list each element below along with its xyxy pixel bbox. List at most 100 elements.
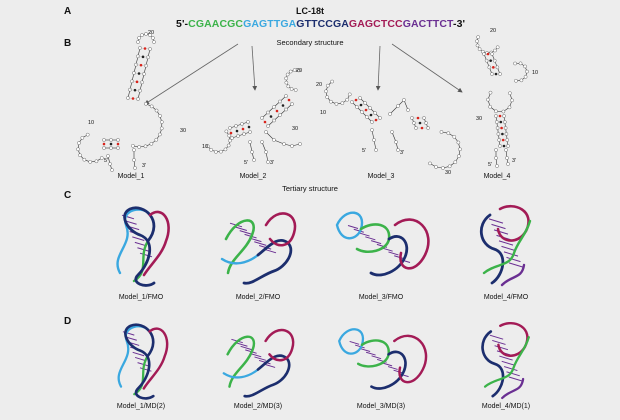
nucleotide bbox=[228, 126, 232, 130]
nucleotide bbox=[406, 108, 410, 112]
base-rung bbox=[360, 348, 371, 352]
nucleotide bbox=[330, 79, 334, 84]
strand-green bbox=[224, 219, 255, 275]
nucleotide bbox=[508, 91, 512, 96]
base-rung bbox=[132, 351, 145, 357]
base-pair bbox=[416, 116, 420, 120]
base-pair bbox=[369, 113, 373, 117]
fmo-model-2 bbox=[220, 212, 297, 285]
nucleotide bbox=[76, 147, 80, 152]
base-rung bbox=[506, 371, 520, 377]
sequence-line: 5'-CGAACGCGAGTTGAGTTCCGAGAGCTCCGACTTCT-3… bbox=[176, 18, 465, 30]
nucleotide bbox=[340, 101, 345, 105]
fmo-model-4-label: Model_4/FMO bbox=[483, 294, 529, 301]
nucleotide bbox=[78, 153, 82, 158]
nucleotide bbox=[131, 144, 135, 148]
nucleotide bbox=[219, 149, 223, 154]
base-rung bbox=[501, 360, 516, 366]
base-rung bbox=[370, 240, 382, 245]
base-pair bbox=[275, 109, 279, 113]
nucleotide bbox=[434, 165, 438, 169]
nucleotide bbox=[374, 148, 378, 152]
md-model-2 bbox=[222, 328, 295, 398]
nucleotide bbox=[495, 45, 500, 50]
sequence-suffix: -3' bbox=[452, 18, 466, 30]
base-pair bbox=[502, 144, 506, 148]
nucleotide bbox=[441, 166, 445, 170]
strand-navy bbox=[369, 235, 409, 277]
base-pair bbox=[492, 66, 495, 69]
base-pair bbox=[489, 59, 492, 62]
tertiary-structure-title: Tertiary structure bbox=[282, 184, 338, 193]
fmo-model-4 bbox=[480, 204, 532, 287]
base-rung bbox=[382, 247, 393, 252]
nucleotide bbox=[334, 102, 339, 106]
nucleotide bbox=[523, 64, 527, 69]
nucleotide bbox=[214, 150, 218, 154]
strand-navy bbox=[123, 206, 156, 287]
base-rung bbox=[132, 236, 145, 241]
base-pair bbox=[109, 142, 113, 146]
base-pair bbox=[229, 131, 233, 135]
tertiary-structure-models bbox=[116, 204, 532, 400]
nucleotide bbox=[282, 142, 286, 146]
base-rung bbox=[494, 345, 509, 351]
nucleotide bbox=[223, 147, 228, 152]
secondary-model-1 bbox=[76, 32, 164, 172]
nucleotide bbox=[297, 68, 301, 73]
nucleotide bbox=[523, 75, 528, 79]
nucleotide bbox=[292, 68, 297, 72]
base-pair bbox=[131, 97, 135, 100]
sequence-prefix: 5'- bbox=[176, 18, 189, 30]
base-rung bbox=[239, 230, 252, 235]
sec-m4-number: 10 bbox=[532, 70, 539, 76]
md-model-3 bbox=[338, 328, 428, 390]
base-rung bbox=[240, 345, 253, 351]
nucleotide bbox=[133, 166, 137, 170]
nucleotide bbox=[505, 156, 509, 160]
base-pair bbox=[486, 52, 490, 56]
base-rung bbox=[371, 355, 382, 360]
base-rung bbox=[503, 366, 518, 371]
md-model-4-label: Model_4/MD(1) bbox=[481, 403, 531, 410]
nucleotide bbox=[456, 140, 461, 145]
base-pair bbox=[364, 108, 368, 112]
sec-m2-number: 20 bbox=[296, 68, 303, 74]
base-rung bbox=[349, 341, 360, 345]
nucleotide bbox=[209, 148, 213, 152]
nucleotide bbox=[494, 109, 498, 114]
nucleotide bbox=[137, 145, 141, 149]
nucleotide bbox=[394, 140, 398, 144]
base-rung bbox=[508, 376, 523, 382]
nucleotide bbox=[370, 128, 374, 132]
sec-m1-number: 20 bbox=[148, 30, 155, 36]
base-rung bbox=[492, 339, 506, 345]
base-pair bbox=[133, 88, 137, 92]
nucleotide bbox=[388, 112, 392, 116]
stem-strand bbox=[483, 53, 493, 75]
nucleotide bbox=[396, 104, 400, 108]
nucleotide bbox=[108, 162, 112, 166]
nucleotide bbox=[228, 138, 232, 143]
base-rung bbox=[365, 236, 376, 241]
sec-m3-number: 3' bbox=[400, 150, 405, 156]
stem-strand bbox=[491, 53, 501, 75]
base-pair bbox=[354, 98, 358, 102]
arrow-model-1 bbox=[144, 43, 239, 105]
base-rung bbox=[353, 228, 364, 233]
nucleotide bbox=[518, 61, 523, 66]
nucleotide bbox=[494, 156, 498, 160]
fmo-model-3-label: Model_3/FMO bbox=[358, 294, 404, 301]
nucleotide bbox=[447, 164, 452, 169]
secondary-model-2 bbox=[205, 68, 302, 164]
nucleotide bbox=[144, 32, 148, 36]
nucleotide bbox=[428, 161, 432, 166]
nucleotide bbox=[475, 43, 480, 48]
base-pair bbox=[500, 126, 503, 130]
nucleotide bbox=[94, 159, 99, 164]
nucleotide bbox=[458, 147, 462, 152]
base-pair bbox=[418, 121, 422, 125]
nucleotide bbox=[154, 108, 159, 113]
base-pair bbox=[287, 98, 291, 102]
